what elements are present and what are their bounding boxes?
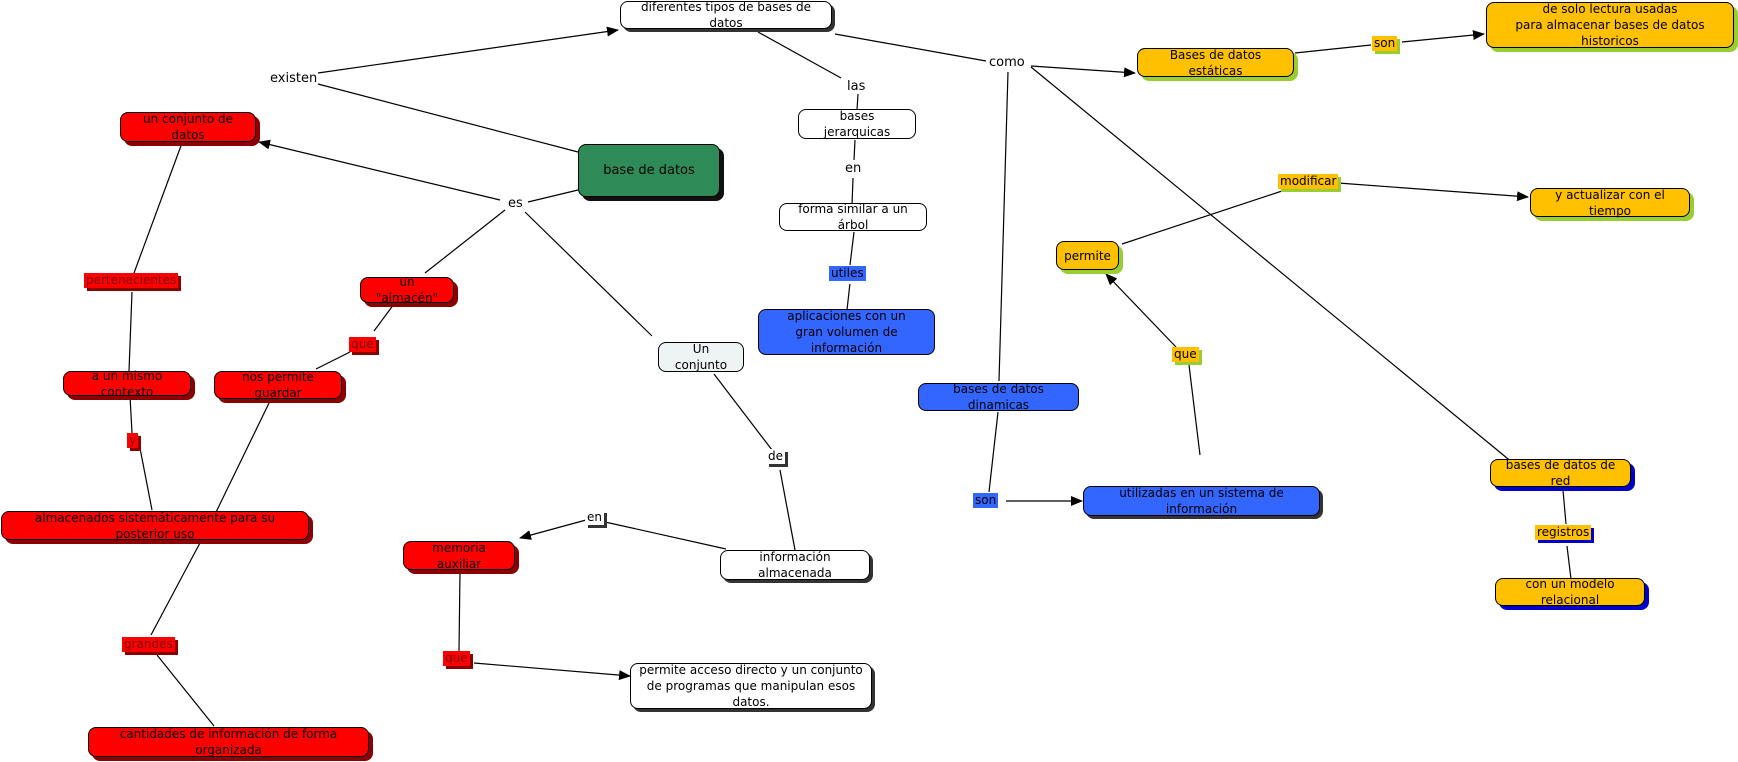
node-informacion-almacenada[interactable]: información almacenada: [720, 550, 870, 580]
node-aplicaciones[interactable]: aplicaciones con un gran volumen de info…: [758, 309, 935, 355]
label-las: las: [847, 79, 866, 94]
label-que-almacen: que: [349, 337, 376, 352]
node-bases-dinamicas[interactable]: bases de datos dinamicas: [918, 382, 1079, 412]
link-existen-out: [317, 26, 619, 74]
node-un-conjunto[interactable]: Un conjunto: [658, 342, 744, 372]
node-bases-jerarquicas[interactable]: bases jerarquicas: [798, 109, 916, 139]
label-que-memoria: que: [443, 651, 470, 666]
node-almacen[interactable]: un "almacén": [360, 275, 454, 305]
link-es-in: [527, 189, 579, 203]
label-son-dinamicas: son: [973, 493, 999, 508]
label-modificar: modificar: [1278, 174, 1339, 189]
label-que-permite: que: [1172, 347, 1199, 362]
link-es-almacen: [424, 209, 506, 274]
node-memoria-auxiliar[interactable]: memoria auxiliar: [403, 541, 515, 571]
label-en-memoria: en: [585, 510, 604, 525]
label-utiles: utiles: [829, 266, 866, 281]
label-registros: registros: [1535, 525, 1592, 540]
node-bases-de-red[interactable]: bases de datos de red: [1490, 458, 1631, 488]
label-y: y: [127, 433, 139, 448]
label-como: como: [989, 55, 1025, 70]
node-cantidades[interactable]: cantidades de información de forma organ…: [88, 727, 369, 757]
label-pertenecientes: pertenecientes: [84, 273, 179, 288]
node-utilizadas[interactable]: utilizadas en un sistema de información: [1083, 486, 1320, 516]
node-almacenados[interactable]: almacenados sistemáticamente para su pos…: [1, 511, 309, 541]
node-solo-lectura[interactable]: de solo lectura usadas para almacenar ba…: [1486, 2, 1734, 48]
label-en-jerarquicas: en: [845, 161, 862, 176]
node-acceso-directo[interactable]: permite acceso directo y un conjunto de …: [630, 663, 872, 709]
node-bases-estaticas[interactable]: Bases de datos estáticas: [1137, 48, 1294, 78]
label-es: es: [508, 196, 523, 211]
label-de: de: [766, 449, 785, 464]
label-existen: existen: [270, 71, 318, 86]
node-mismo-contexto[interactable]: a un mismo contexto: [63, 369, 191, 399]
node-base-de-datos[interactable]: base de datos: [578, 144, 720, 197]
node-modelo-relacional[interactable]: con un modelo relacional: [1495, 577, 1645, 607]
node-tipos-bases-datos[interactable]: diferentes tipos de bases de datos: [620, 0, 832, 30]
label-grandes: grandes: [122, 637, 175, 652]
link-existen-in: [317, 83, 579, 153]
node-permite[interactable]: permite: [1056, 241, 1119, 270]
node-actualizar[interactable]: y actualizar con el tiempo: [1530, 188, 1690, 218]
node-conjunto-datos[interactable]: un conjunto de datos: [120, 112, 256, 142]
link-es-conjunto: [258, 139, 501, 201]
node-nos-permite-guardar[interactable]: nos permite guardar: [214, 370, 342, 400]
label-son-estaticas: son: [1372, 36, 1398, 51]
node-forma-arbol[interactable]: forma similar a un árbol: [779, 202, 927, 232]
link-es-unconjunto: [524, 211, 653, 337]
